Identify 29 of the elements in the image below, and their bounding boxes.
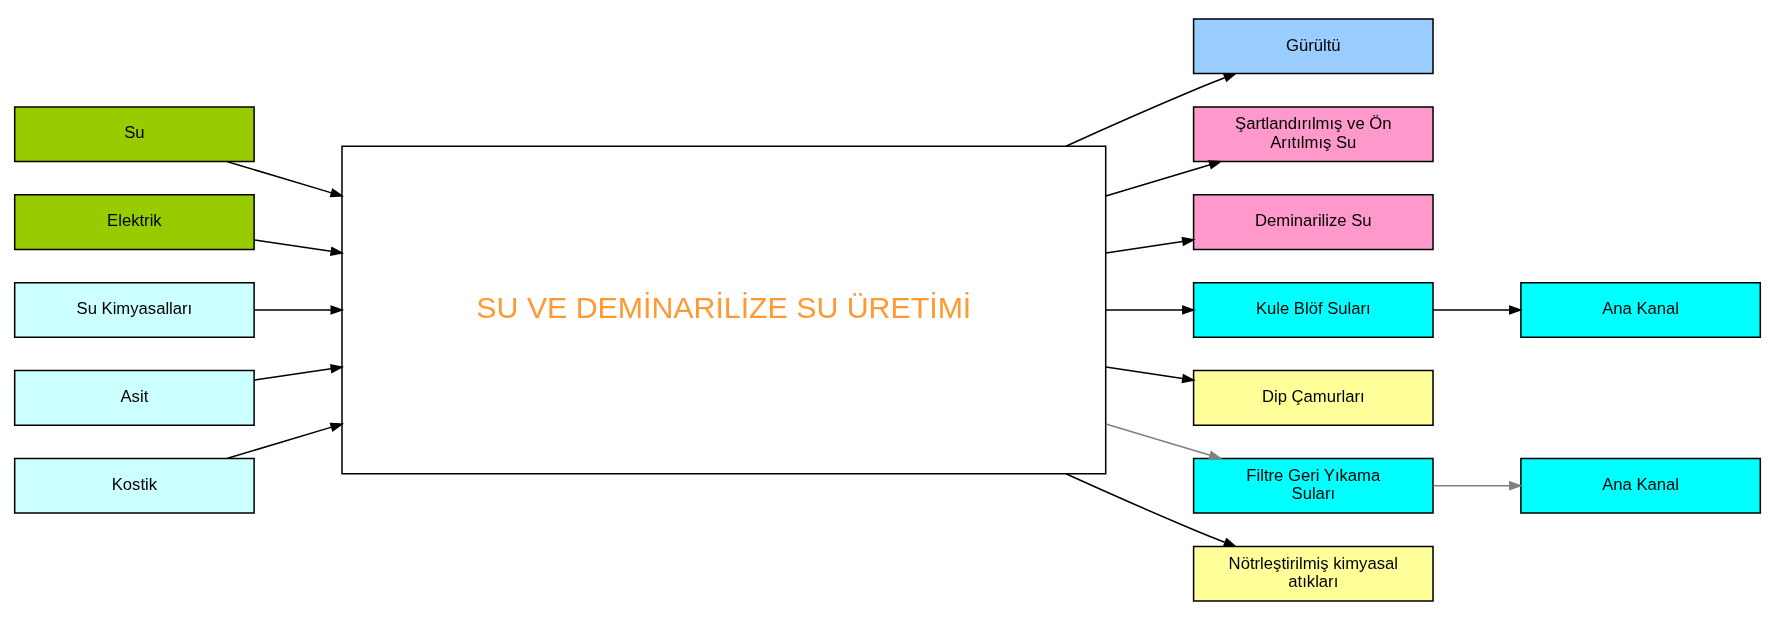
node-box: Ana Kanal — [1520, 457, 1762, 514]
arrow — [253, 305, 345, 315]
arrow — [253, 239, 345, 257]
node-box: Kule Blöf Suları — [1192, 281, 1434, 339]
node-box: Nötrleştirilmiş kimyasal atıkları — [1192, 545, 1434, 602]
node-box: Su — [13, 106, 255, 163]
node-box: SU VE DEMİNARİLİZE SU ÜRETİMİ — [341, 145, 1107, 475]
node-box: Filtre Geri Yıkama Suları — [1192, 457, 1434, 514]
node-box: Gürültü — [1192, 18, 1434, 75]
node-box: Elektrik — [13, 194, 255, 251]
node-box: Kostik — [13, 457, 255, 514]
arrow — [1105, 160, 1223, 197]
node-box: Deminarilize Su — [1192, 194, 1434, 251]
arrow — [226, 422, 345, 460]
node-box: Ana Kanal — [1520, 281, 1762, 339]
arrow — [253, 363, 345, 381]
arrow — [1065, 473, 1238, 548]
node-box: Dip Çamurları — [1192, 369, 1434, 426]
arrow — [1432, 305, 1523, 315]
arrow — [1432, 481, 1523, 491]
arrow — [226, 160, 345, 198]
arrow — [1105, 423, 1223, 460]
node-box: Şartlandırılmış ve Ön Arıtılmış Su — [1192, 106, 1434, 163]
arrow — [1105, 366, 1196, 384]
arrow — [1105, 305, 1196, 315]
arrow — [1105, 236, 1196, 254]
arrow — [1065, 72, 1238, 147]
node-box: Asit — [13, 369, 255, 426]
node-box: Su Kimyasalları — [13, 281, 255, 339]
